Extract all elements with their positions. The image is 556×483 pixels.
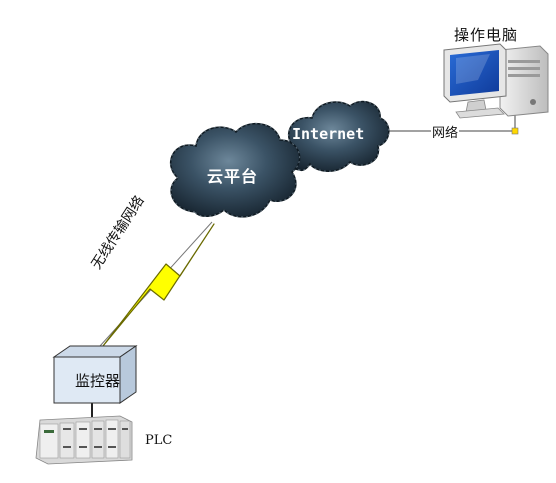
pc-connector-point [511,127,519,135]
cloud-platform [169,122,301,218]
monitor-label: 监控器 [75,372,121,390]
cloud-platform-label: 云平台 [207,167,259,186]
internet-label: Internet [292,125,365,143]
internet-cloud [284,100,390,172]
monitor-box [52,345,138,404]
computer-icon [443,43,549,119]
pc-label: 操作电脑 [454,26,519,44]
plc-label: PLC [145,433,173,448]
network-label: 网络 [431,122,460,141]
plc-icon [35,415,133,465]
